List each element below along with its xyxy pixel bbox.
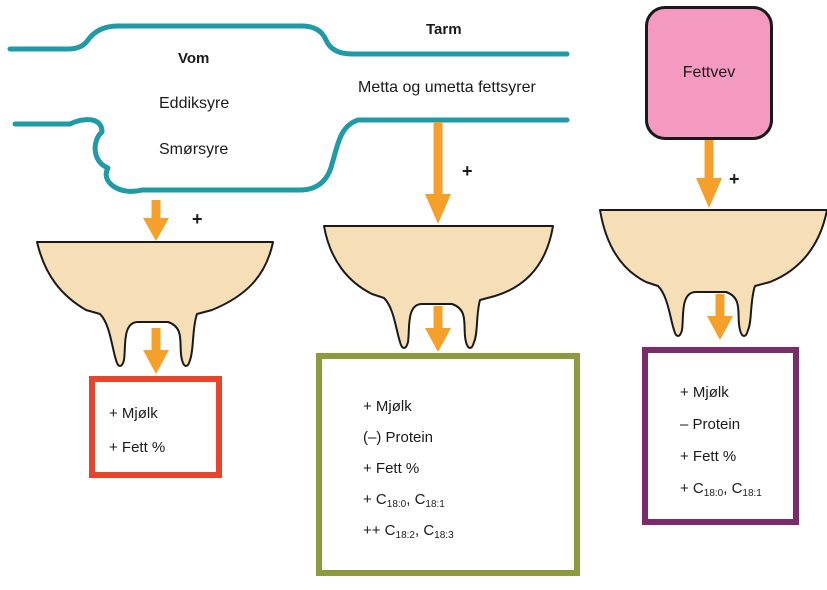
label-tarm: Tarm xyxy=(426,22,462,37)
plus-sign-rumen: + xyxy=(192,210,203,228)
fat-tissue-box: Fettvev xyxy=(645,6,773,140)
subscript: 18:0 xyxy=(704,488,723,499)
arrow-udder-right-to-box xyxy=(707,294,733,340)
result-line: + C18:0, C18:1 xyxy=(363,492,445,510)
subscript: 18:1 xyxy=(425,499,444,510)
plus-sign-intestine: + xyxy=(462,162,473,180)
formula-part: ++ C xyxy=(363,522,396,539)
result-line: + Fett % xyxy=(363,461,419,476)
formula-part: , C xyxy=(406,491,425,508)
formula-part: , C xyxy=(415,522,434,539)
arrow-rumen-to-udder xyxy=(143,200,169,241)
result-line: + Mjølk xyxy=(680,385,729,400)
subscript: 18:2 xyxy=(396,530,415,541)
result-line: (–) Protein xyxy=(363,430,433,445)
subscript: 18:1 xyxy=(742,488,761,499)
plus-sign-fat-tissue: + xyxy=(729,170,740,188)
result-box-rumen: + Mjølk + Fett % xyxy=(89,376,222,478)
result-box-intestine: + Mjølk(–) Protein+ Fett %+ C18:0, C18:1… xyxy=(316,353,580,576)
result-line: – Protein xyxy=(680,417,740,432)
result-line: ++ C18:2, C18:3 xyxy=(363,523,454,541)
label-fettvev: Fettvev xyxy=(683,64,735,82)
result-box-fat-tissue: + Mjølk – Protein + Fett % + C18:0, C18:1 xyxy=(642,347,799,525)
label-smorsyre: Smørsyre xyxy=(159,142,228,158)
arrow-udder-middle-to-box xyxy=(425,306,451,352)
result-line: + Mjølk xyxy=(109,406,158,421)
arrow-intestine-to-udder xyxy=(425,122,451,224)
formula-part: , C xyxy=(723,480,742,497)
label-eddiksyre: Eddiksyre xyxy=(159,96,229,112)
arrow-udder-left-to-box xyxy=(143,328,169,374)
result-line: + Mjølk xyxy=(363,399,412,414)
subscript: 18:0 xyxy=(387,499,406,510)
arrow-fat-tissue-to-udder xyxy=(696,140,722,208)
label-vom: Vom xyxy=(178,51,209,66)
rumen-tube xyxy=(10,26,567,191)
result-line: + Fett % xyxy=(680,449,736,464)
label-metta-og-umetta-fettsyrer: Metta og umetta fettsyrer xyxy=(358,80,536,96)
result-line: + C18:0, C18:1 xyxy=(680,481,762,499)
subscript: 18:3 xyxy=(434,530,453,541)
formula-part: + C xyxy=(363,491,387,508)
result-line: + Fett % xyxy=(109,440,165,455)
formula-part: + C xyxy=(680,480,704,497)
